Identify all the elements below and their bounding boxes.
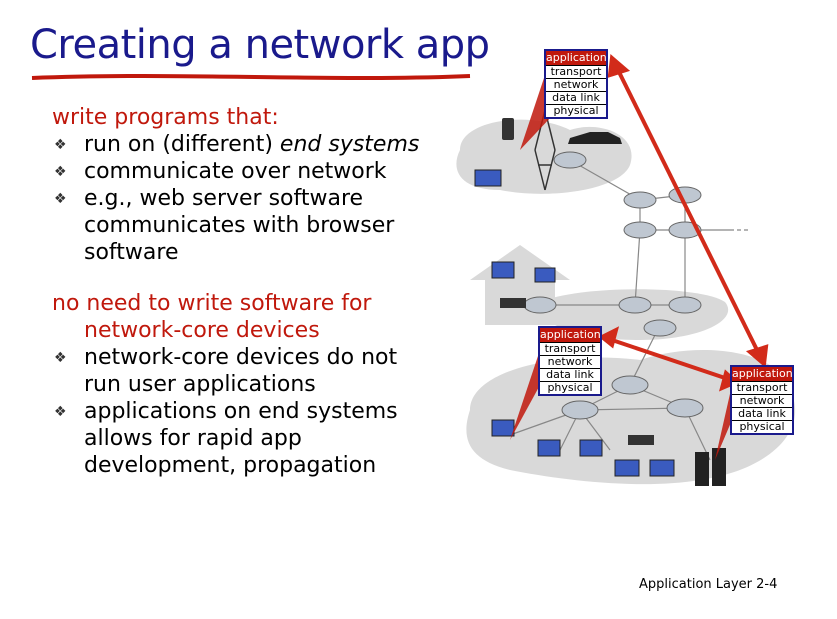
layer-transport: transport (540, 342, 600, 355)
protocol-stack-top: application transport network data link … (544, 49, 608, 119)
bullet-italic: end systems (279, 132, 420, 157)
slide-body: write programs that: ❖ run on (different… (52, 104, 452, 479)
callout-pointer-right (715, 385, 732, 460)
section-heading-write: write programs that: (52, 105, 279, 130)
protocol-stack-middle: application transport network data link … (538, 326, 602, 396)
layer-transport: transport (546, 65, 606, 78)
bullet-run-on: ❖ run on (different) end systems (52, 131, 452, 158)
bullet-line: network-core devices do not (84, 345, 398, 370)
layer-data-link: data link (540, 368, 600, 381)
heading-line: network-core devices (84, 318, 320, 343)
layer-physical: physical (540, 381, 600, 394)
layer-transport: transport (732, 381, 792, 394)
layer-physical: physical (546, 104, 606, 117)
slide-title: Creating a network app (30, 22, 490, 68)
network-diagram (456, 54, 796, 486)
protocol-stack-right: application transport network data link … (730, 365, 794, 435)
car-icon (568, 132, 622, 144)
bullet-line: run user applications (84, 372, 316, 397)
layer-network: network (732, 394, 792, 407)
desktop-icons (491, 419, 603, 457)
bullet-communicate: ❖ communicate over network (52, 158, 452, 185)
callout-pointer-mid (510, 350, 540, 440)
bullet-line: development, propagation (84, 453, 377, 478)
router-icons (523, 151, 704, 420)
bullet-text: run on (different) (84, 132, 280, 157)
server-icon (695, 452, 709, 486)
layer-application: application (732, 367, 793, 381)
server-icon (712, 448, 726, 486)
heading-line: no need to write software for (52, 291, 372, 316)
layer-application: application (546, 51, 607, 65)
diamond-bullet-icon: ❖ (54, 137, 67, 153)
slide-footer: Application Layer 2-4 (639, 577, 778, 592)
layer-data-link: data link (732, 407, 792, 420)
diamond-bullet-icon: ❖ (54, 164, 67, 180)
layer-physical: physical (732, 420, 792, 433)
bullet-core-devices: ❖ network-core devices do not run user a… (52, 344, 452, 398)
smartphone-icon (502, 118, 514, 140)
wireless-router-icon (628, 435, 654, 445)
bullet-text: communicate over network (84, 159, 387, 184)
diamond-bullet-icon: ❖ (54, 350, 67, 366)
communication-arrows (598, 54, 769, 392)
section-heading-no-need: no need to write software for network-co… (52, 290, 452, 344)
bullet-line: e.g., web server software (84, 186, 364, 211)
layer-application: application (540, 328, 601, 342)
bullet-line: applications on end systems (84, 399, 398, 424)
bullet-line: allows for rapid app (84, 426, 302, 451)
laptop-icons (474, 169, 675, 477)
bullet-line: software (84, 240, 179, 265)
layer-data-link: data link (546, 91, 606, 104)
bullet-eg: ❖ e.g., web server software communicates… (52, 185, 452, 266)
bullet-line: communicates with browser (84, 213, 395, 238)
bullet-apps-end-systems: ❖ applications on end systems allows for… (52, 398, 452, 479)
layer-network: network (540, 355, 600, 368)
title-underline (31, 74, 471, 80)
diamond-bullet-icon: ❖ (54, 191, 67, 207)
diamond-bullet-icon: ❖ (54, 404, 67, 420)
wireless-router-icon (500, 298, 526, 308)
layer-network: network (546, 78, 606, 91)
